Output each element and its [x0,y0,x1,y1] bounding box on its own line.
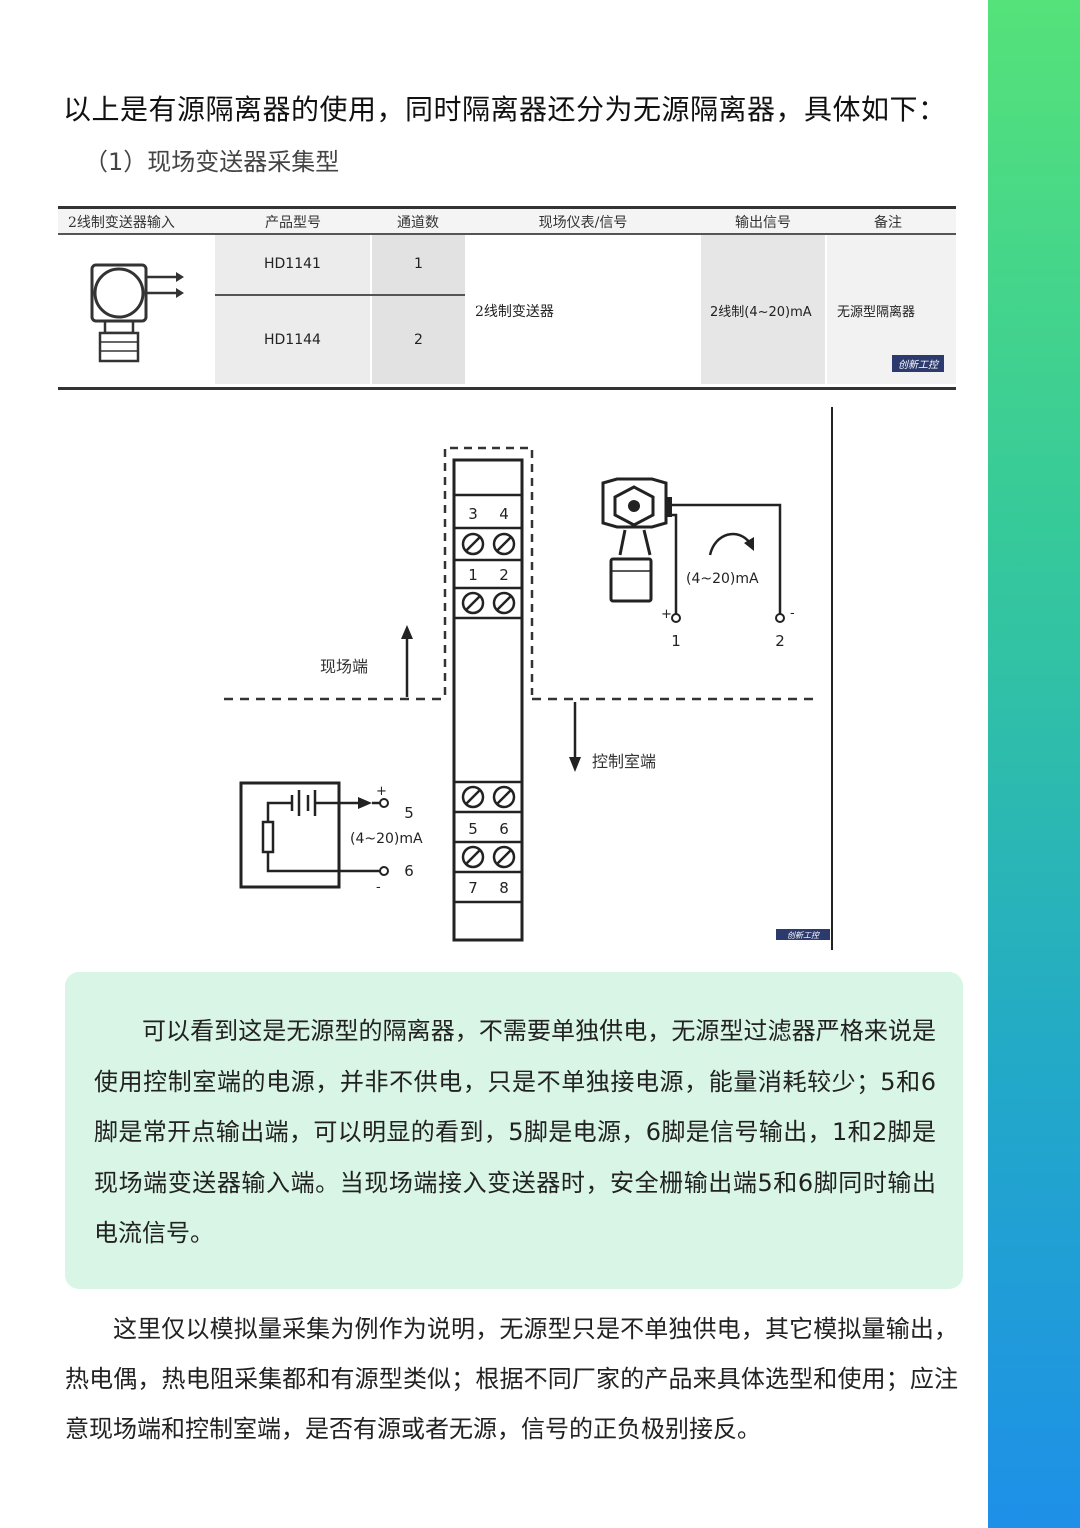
header-field-signal: 现场仪表/信号 [538,215,628,231]
p5-plus-sign: + [376,784,387,799]
control-room-label: 控制室端 [592,752,656,771]
terminal-label-2: 2 [499,566,509,584]
p2-minus-sign: - [790,606,795,621]
table-watermark: 创新工控 [892,355,944,372]
channels-cell-1: 1 [414,256,423,272]
header-remark: 备注 [874,215,902,231]
terminal-label-6: 6 [499,820,509,838]
page-heading: 以上是有源隔离器的使用，同时隔离器还分为无源隔离器，具体如下： [63,93,947,126]
pin-label-2: 2 [775,632,785,650]
closing-paragraph: 这里仅以模拟量采集为例作为说明，无源型只是不单独供电，其它模拟量输出，热电偶，热… [65,1315,958,1443]
output-signal-cell: 2线制(4~20)mA [710,305,812,320]
header-input-type: 2线制变送器输入 [68,215,175,231]
current-label-top: (4~20)mA [686,571,759,587]
field-transmitter-icon [601,477,672,603]
terminal-label-1: 1 [468,566,478,584]
explanation-note-text: 可以看到这是无源型的隔离器，不需要单独供电，无源型过滤器严格来说是使用控制室端的… [94,1017,936,1247]
pin-label-6: 6 [404,862,414,880]
wiring-diagram: 3 4 1 2 5 6 7 8 现场端 控制室端 + - 1 2 (4~20)m… [224,407,833,950]
channels-column-bg [372,235,465,384]
diagram-watermark: 创新工控 [787,931,821,940]
channels-cell-2: 2 [414,332,423,348]
explanation-note-box: 可以看到这是无源型的隔离器，不需要单独供电，无源型过滤器严格来说是使用控制室端的… [65,972,963,1289]
transmitter-icon [90,263,184,363]
header-channels: 通道数 [397,215,439,231]
model-cell-2: HD1144 [264,332,321,348]
section-subheading: （1）现场变送器采集型 [84,148,340,176]
terminal-label-5: 5 [468,820,478,838]
terminal-label-3: 3 [468,505,478,523]
control-room-loop [239,781,341,889]
pin-label-1: 1 [671,632,681,650]
p1-plus-sign: + [661,607,672,622]
terminal-label-4: 4 [499,505,509,523]
field-side-label: 现场端 [320,657,368,676]
pin-label-5: 5 [404,804,414,822]
output-column-bg [701,235,825,384]
remark-cell: 无源型隔离器 [837,305,916,320]
table-header-row: 2线制变送器输入 产品型号 通道数 现场仪表/信号 输出信号 备注 [58,209,956,235]
field-signal-cell: 2线制变送器 [475,304,554,320]
header-model: 产品型号 [265,215,321,231]
model-cell-1: HD1141 [264,256,321,272]
terminal-label-8: 8 [499,879,509,897]
model-column-bg [215,235,370,384]
row-divider [215,294,465,296]
decorative-gradient-sidebar [988,0,1080,1528]
header-output-signal: 输出信号 [735,215,791,231]
current-label-bottom: (4~20)mA [350,831,423,847]
product-spec-table: 2线制变送器输入 产品型号 通道数 现场仪表/信号 输出信号 备注 HD1141… [58,206,956,390]
terminal-label-7: 7 [468,879,478,897]
p6-minus-sign: - [376,880,381,895]
